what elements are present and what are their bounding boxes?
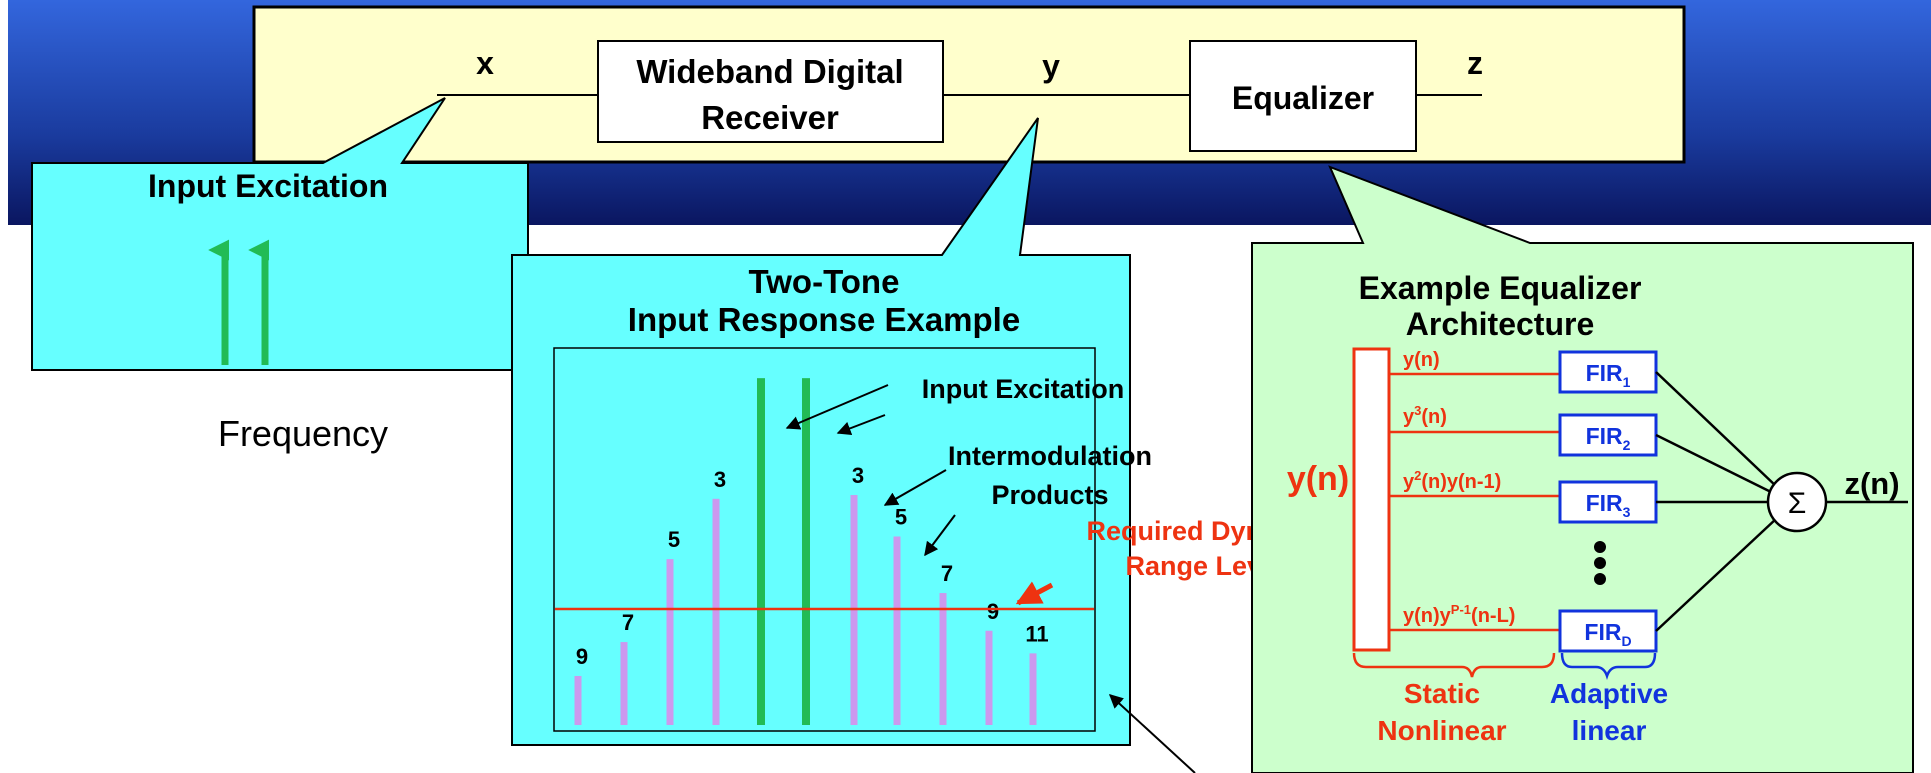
two-tone-title-line1: Two-Tone: [749, 263, 900, 300]
output-label: z(n): [1844, 466, 1899, 501]
arch-title-line2: Architecture: [1406, 306, 1595, 342]
fir-d-box: [1558, 609, 1658, 653]
intermod-bar: [620, 642, 628, 725]
branch-label-3: y2(n)y(n-1): [1403, 468, 1501, 493]
branch-label-1: y(n): [1403, 349, 1440, 371]
fir-1-to-sum: [1655, 371, 1778, 488]
x-label: x: [476, 45, 494, 81]
receiver-label-line1: Wideband Digital: [636, 53, 903, 90]
fir-1-label: FIR1: [1586, 360, 1631, 390]
input-excitation-arrow-2: [836, 414, 886, 436]
ellipsis-dot-3: [1594, 573, 1606, 585]
intermod-bar: [666, 559, 674, 725]
intermod-arrow-2: [924, 514, 956, 557]
adaptive-brace: [1560, 652, 1657, 680]
fir-d-to-sum: [1655, 517, 1778, 632]
intermod-bar: [1029, 653, 1037, 725]
y-label: y: [1042, 48, 1060, 84]
two-tone-plot-frame: [553, 347, 1096, 732]
two-tone-callout: Two-Tone Input Response Example 9 7 5 3 3 5 7 9…: [511, 117, 1324, 746]
tone-bar: [757, 378, 765, 725]
equalizer-label: Equalizer: [1232, 80, 1374, 116]
fir-d-label: FIRD: [1584, 619, 1631, 649]
required-range-arrow: [1015, 581, 1054, 606]
two-tone-title-line2: Input Response Example: [628, 301, 1020, 338]
bar-order-label: 5: [668, 527, 680, 552]
intermod-bar: [985, 630, 993, 725]
ellipsis-dot-2: [1594, 557, 1606, 569]
intermod-bar: [712, 498, 720, 725]
plot-pointer-arrow: [1108, 694, 1196, 773]
static-nonlinear-block: [1352, 347, 1391, 652]
branch-label-4: y(n)yP-1(n-L): [1403, 602, 1515, 627]
sum-symbol: Σ: [1788, 487, 1807, 520]
static-label-line2: Nonlinear: [1377, 715, 1506, 746]
fir-1-box: [1558, 350, 1658, 394]
intermod-annotation-line1: Intermodulation: [948, 441, 1152, 471]
input-excitation-title: Input Excitation: [148, 168, 388, 204]
fir-3-box: [1558, 480, 1658, 524]
receiver-label-line2: Receiver: [701, 99, 839, 136]
bar-order-label: 3: [852, 463, 864, 488]
tone-bar: [802, 378, 810, 725]
input-excitation-annotation: Input Excitation: [922, 374, 1125, 404]
bar-order-label: 7: [622, 610, 634, 635]
intermod-annotation-line2: Products: [991, 480, 1108, 510]
receiver-box: [597, 40, 944, 143]
equalizer-box: [1189, 40, 1417, 152]
bar-order-label: 7: [941, 561, 953, 586]
intermod-bar: [893, 536, 901, 725]
fir-2-to-sum: [1655, 433, 1774, 495]
equalizer-architecture-callout: Example Equalizer Architecture y(n) y(n)…: [1251, 165, 1914, 773]
bar-order-label: 3: [714, 467, 726, 492]
bar-order-label: 11: [1025, 621, 1048, 646]
intermod-bar: [939, 593, 947, 725]
intermod-arrow-1: [883, 469, 947, 506]
input-excitation-arrow-1: [785, 384, 889, 430]
branch-label-2: y3(n): [1403, 403, 1447, 428]
bar-order-label: 9: [576, 644, 588, 669]
intermod-bar: [574, 675, 582, 725]
bar-order-label: 5: [895, 505, 907, 530]
arch-input-label: y(n): [1287, 460, 1349, 498]
z-label: z: [1467, 45, 1483, 81]
arch-title-line1: Example Equalizer: [1359, 270, 1642, 306]
input-excitation-callout: Input Excitation: [31, 97, 529, 371]
frequency-label: Frequency: [218, 413, 388, 454]
bar-order-label: 9: [987, 599, 999, 624]
adaptive-label-line2: linear: [1572, 715, 1647, 746]
static-label-line1: Static: [1404, 678, 1480, 709]
fir-2-label: FIR2: [1586, 423, 1631, 453]
adaptive-label-line1: Adaptive: [1550, 678, 1668, 709]
static-brace: [1352, 652, 1556, 678]
fir-3-label: FIR3: [1586, 490, 1631, 520]
signal-chain-panel: x Wideband Digital Receiver y Equalizer …: [252, 5, 1686, 164]
ellipsis-dot-1: [1594, 541, 1606, 553]
